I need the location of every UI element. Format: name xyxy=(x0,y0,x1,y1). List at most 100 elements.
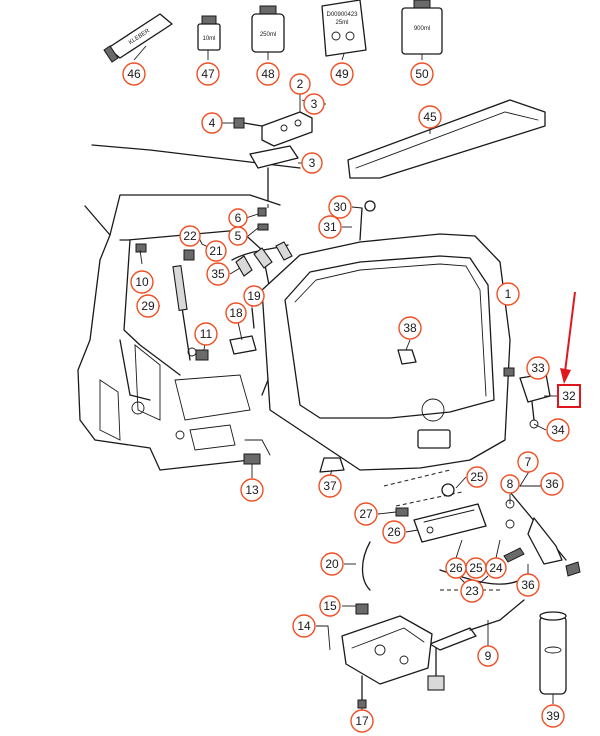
canister-part: 250ml xyxy=(251,5,285,53)
callout-8: 8 xyxy=(500,474,520,494)
svg-text:20: 20 xyxy=(325,557,339,571)
lock-cylinder-part xyxy=(503,491,581,577)
bump-stop-part xyxy=(319,457,345,473)
svg-text:37: 37 xyxy=(323,479,337,493)
lock-actuator-part xyxy=(427,599,525,691)
svg-text:5: 5 xyxy=(235,229,242,243)
small-bottle-part: 10ml xyxy=(197,15,221,51)
callout-23: 23 xyxy=(460,579,484,603)
callout-7: 7 xyxy=(517,451,539,473)
callout-39: 39 xyxy=(541,704,565,728)
ten-ml-label: 10ml xyxy=(202,36,215,42)
callout-10: 10 xyxy=(130,270,154,294)
svg-text:30: 30 xyxy=(333,200,347,214)
callout-50: 50 xyxy=(410,62,434,86)
svg-text:50: 50 xyxy=(415,67,429,81)
tube-code-label: D00900423 xyxy=(326,12,358,18)
callout-19: 19 xyxy=(243,285,265,307)
gas-strut-part xyxy=(172,265,197,361)
svg-text:11: 11 xyxy=(200,327,213,341)
svg-text:26: 26 xyxy=(449,561,463,575)
callout-47: 47 xyxy=(196,62,220,86)
callout-46: 46 xyxy=(122,62,146,86)
hinge-part xyxy=(249,111,313,210)
large-bottle-part: 900ml xyxy=(401,0,443,55)
svg-text:38: 38 xyxy=(403,321,417,335)
callout-14: 14 xyxy=(292,614,316,638)
callout-25-upper: 25 xyxy=(466,466,488,488)
svg-text:34: 34 xyxy=(551,423,565,437)
callout-1: 1 xyxy=(496,282,520,306)
callout-3-lower: 3 xyxy=(301,152,323,174)
svg-text:15: 15 xyxy=(323,599,337,613)
svg-text:22: 22 xyxy=(183,229,197,243)
callout-18: 18 xyxy=(225,302,247,324)
svg-text:4: 4 xyxy=(209,116,216,130)
callout-45: 45 xyxy=(418,105,442,129)
callout-2: 2 xyxy=(289,73,311,95)
callout-24: 24 xyxy=(485,557,507,579)
callout-36-upper: 36 xyxy=(540,472,564,496)
svg-text:25: 25 xyxy=(470,470,484,484)
svg-text:3: 3 xyxy=(311,97,318,111)
svg-text:13: 13 xyxy=(245,483,259,497)
svg-text:27: 27 xyxy=(359,507,373,521)
grease-can-part xyxy=(539,611,567,695)
svg-text:35: 35 xyxy=(211,267,225,281)
third-brake-light-bracket-part xyxy=(229,335,257,355)
callout-20: 20 xyxy=(320,552,344,576)
callout-13: 13 xyxy=(240,478,264,502)
svg-text:26: 26 xyxy=(387,525,401,539)
svg-text:17: 17 xyxy=(355,714,369,728)
svg-text:18: 18 xyxy=(229,306,243,320)
callout-25-lower: 25 xyxy=(465,557,487,579)
svg-text:19: 19 xyxy=(247,289,261,303)
svg-text:47: 47 xyxy=(201,67,215,81)
callout-26-left: 26 xyxy=(382,520,406,544)
callout-11: 11 xyxy=(194,322,218,346)
svg-text:48: 48 xyxy=(261,67,275,81)
svg-text:8: 8 xyxy=(507,477,514,491)
car-body-outline xyxy=(77,144,301,471)
window-washer-nozzle-part xyxy=(397,349,417,365)
callout-36-lower: 36 xyxy=(516,573,540,597)
adhesive-tube-part: KLEBER xyxy=(103,13,173,63)
callout-49: 49 xyxy=(330,62,354,86)
callout-32-highlighted: 32 xyxy=(557,384,581,408)
cartridge-pack-part: D00900423 25ml xyxy=(321,0,367,57)
svg-text:14: 14 xyxy=(297,619,311,633)
callout-31: 31 xyxy=(318,215,342,239)
svg-text:24: 24 xyxy=(489,561,503,575)
callout-34: 34 xyxy=(546,418,570,442)
svg-text:39: 39 xyxy=(546,709,560,723)
tailgate-part xyxy=(261,233,511,471)
svg-text:49: 49 xyxy=(335,67,349,81)
svg-text:31: 31 xyxy=(323,220,337,234)
callout-17: 17 xyxy=(350,709,374,733)
svg-text:3: 3 xyxy=(309,156,316,170)
callout-37: 37 xyxy=(318,474,342,498)
svg-text:32: 32 xyxy=(562,389,576,403)
callout-38: 38 xyxy=(398,316,422,340)
callout-9: 9 xyxy=(477,645,499,667)
svg-text:33: 33 xyxy=(531,361,545,375)
callout-26-lower: 26 xyxy=(445,557,467,579)
tailgate-latch-part xyxy=(341,603,433,709)
callout-15: 15 xyxy=(319,595,341,617)
svg-text:29: 29 xyxy=(141,299,155,313)
callout-21: 21 xyxy=(205,240,227,262)
svg-text:7: 7 xyxy=(525,455,532,469)
svg-text:46: 46 xyxy=(127,67,141,81)
callout-48: 48 xyxy=(256,62,280,86)
tube-size-label: 25ml xyxy=(335,20,348,26)
svg-text:21: 21 xyxy=(209,244,223,258)
nine-hundred-ml-label: 900ml xyxy=(414,26,430,32)
latch-screw-part xyxy=(243,453,261,465)
svg-text:25: 25 xyxy=(469,561,483,575)
callout-33: 33 xyxy=(526,356,550,380)
tailgate-handle-part xyxy=(383,469,487,543)
highlight-arrow xyxy=(560,291,576,384)
callout-4: 4 xyxy=(201,112,223,134)
